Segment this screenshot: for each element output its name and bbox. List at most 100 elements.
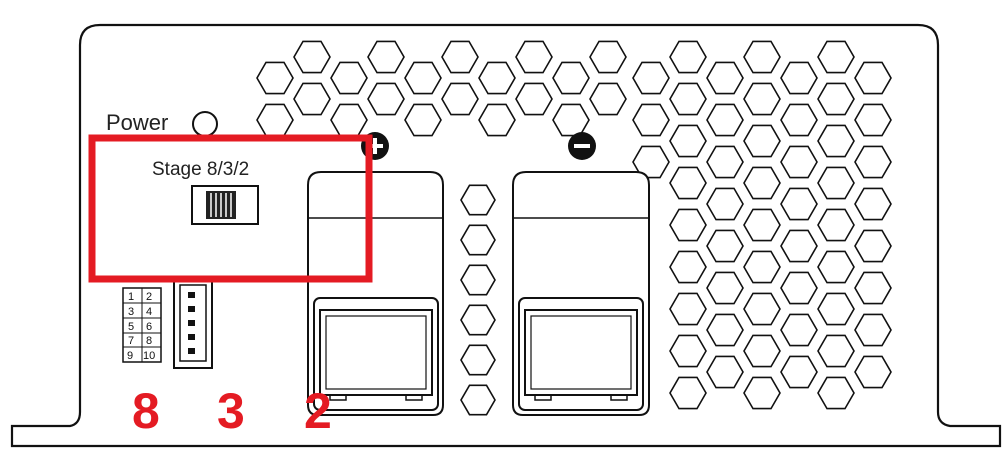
vent-hole — [817, 82, 855, 116]
vent-hole — [854, 145, 892, 179]
vent-hole — [780, 103, 818, 137]
vent-hole — [460, 304, 496, 336]
vent-hole — [293, 40, 331, 74]
vent-hole — [669, 334, 707, 368]
connector-port[interactable] — [173, 277, 213, 369]
vent-hole — [460, 384, 496, 416]
vent-hole — [330, 103, 368, 137]
vent-hole — [780, 187, 818, 221]
vent-hole — [669, 40, 707, 74]
vent-hole — [589, 40, 627, 74]
vent-hole — [817, 376, 855, 410]
vent-hole — [817, 292, 855, 326]
vent-hole — [256, 103, 294, 137]
vent-hole — [780, 145, 818, 179]
vent-hole — [632, 61, 670, 95]
vent-hole — [330, 61, 368, 95]
pin-number-grid: 1 2 3 4 5 6 7 8 9 10 — [122, 287, 162, 363]
led-circle-icon — [192, 111, 218, 137]
vent-hole — [478, 103, 516, 137]
vent-hole — [632, 145, 670, 179]
vent-hole — [706, 61, 744, 95]
vent-hole — [706, 271, 744, 305]
vent-hole — [854, 229, 892, 263]
vent-hole — [780, 355, 818, 389]
highlight-box — [88, 134, 373, 283]
vent-hole — [743, 250, 781, 284]
vent-hole — [515, 40, 553, 74]
pin-6: 6 — [146, 321, 152, 333]
vent-hole — [817, 40, 855, 74]
vent-hole — [632, 103, 670, 137]
vent-hole — [706, 313, 744, 347]
vent-hole — [441, 40, 479, 74]
vent-hole — [854, 355, 892, 389]
vent-hole — [743, 208, 781, 242]
vent-hole — [367, 82, 405, 116]
dip-switch-icon[interactable] — [191, 185, 259, 225]
vent-hole — [743, 166, 781, 200]
vent-hole — [552, 103, 590, 137]
vent-hole — [706, 355, 744, 389]
vent-hole — [669, 208, 707, 242]
ventilation-holes-center — [460, 184, 496, 416]
vent-hole — [743, 40, 781, 74]
pin-10: 10 — [143, 350, 155, 362]
vent-hole — [854, 103, 892, 137]
pin-7: 7 — [128, 335, 134, 347]
vent-hole — [743, 334, 781, 368]
vent-hole — [706, 103, 744, 137]
callout-8: 8 — [132, 383, 160, 439]
pin-3: 3 — [128, 306, 134, 318]
callout-2: 2 — [304, 383, 332, 439]
vent-hole — [817, 124, 855, 158]
vent-hole — [460, 224, 496, 256]
vent-hole — [441, 82, 479, 116]
vent-hole — [669, 166, 707, 200]
vent-hole — [780, 229, 818, 263]
vent-hole — [589, 82, 627, 116]
vent-hole — [743, 376, 781, 410]
callout-3: 3 — [217, 383, 245, 439]
vent-hole — [669, 82, 707, 116]
vent-hole — [854, 187, 892, 221]
vent-hole — [460, 264, 496, 296]
vent-hole — [552, 61, 590, 95]
vent-hole — [706, 229, 744, 263]
ventilation-holes-top — [256, 40, 627, 137]
pin-5: 5 — [128, 321, 134, 333]
positive-terminal[interactable] — [307, 171, 444, 416]
vent-hole — [817, 334, 855, 368]
vent-hole — [515, 82, 553, 116]
vent-hole — [743, 82, 781, 116]
pin-2: 2 — [146, 291, 152, 303]
power-label: Power — [106, 110, 168, 135]
vent-hole — [367, 40, 405, 74]
stage-label: Stage 8/3/2 — [152, 159, 249, 180]
vent-hole — [460, 344, 496, 376]
minus-circle-icon — [568, 132, 596, 160]
vent-hole — [817, 166, 855, 200]
vent-hole — [404, 61, 442, 95]
vent-hole — [669, 250, 707, 284]
vent-hole — [460, 184, 496, 216]
vent-hole — [706, 187, 744, 221]
pin-1: 1 — [128, 291, 134, 303]
negative-terminal[interactable] — [512, 171, 650, 416]
vent-hole — [293, 82, 331, 116]
vent-hole — [706, 145, 744, 179]
vent-hole — [780, 271, 818, 305]
vent-hole — [780, 61, 818, 95]
vent-hole — [854, 61, 892, 95]
vent-hole — [817, 250, 855, 284]
vent-hole — [478, 61, 516, 95]
vent-hole — [817, 208, 855, 242]
vent-hole — [669, 376, 707, 410]
vent-hole — [743, 292, 781, 326]
ventilation-holes-right — [632, 40, 892, 410]
vent-hole — [780, 313, 818, 347]
vent-hole — [854, 271, 892, 305]
pin-9: 9 — [127, 350, 133, 362]
pin-4: 4 — [146, 306, 152, 318]
vent-hole — [404, 103, 442, 137]
